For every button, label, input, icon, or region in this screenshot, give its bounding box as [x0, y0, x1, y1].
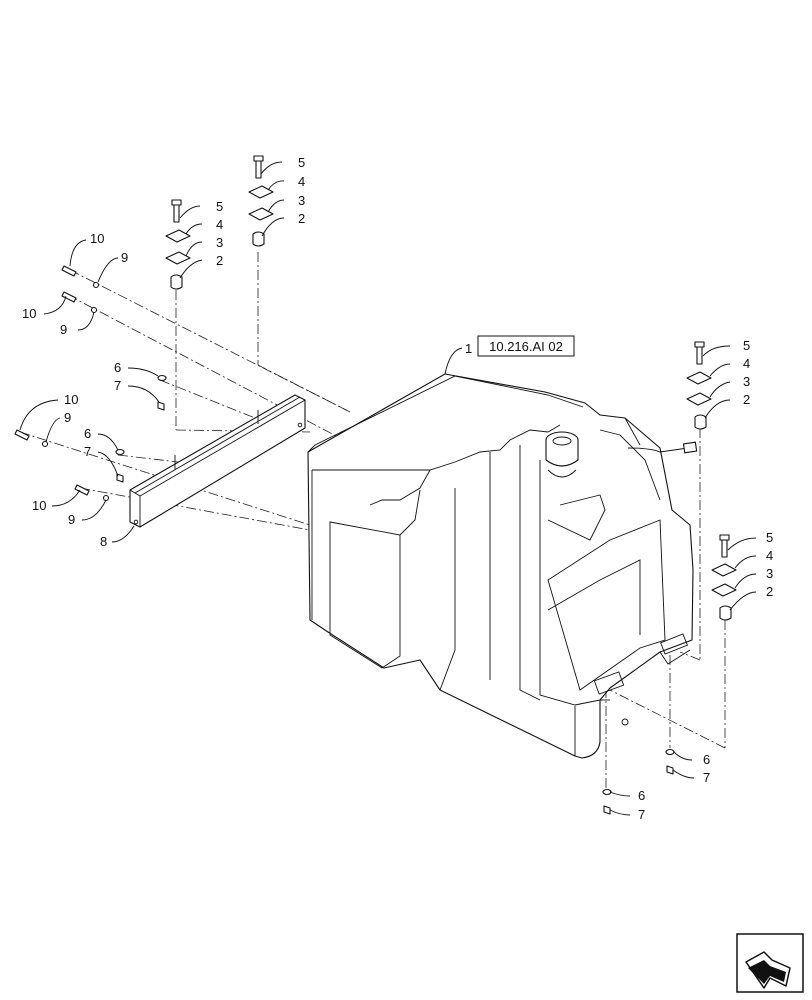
reference-code[interactable]: 10.216.AI 02: [489, 339, 563, 354]
reference-box[interactable]: [477, 335, 575, 357]
callout-5: 5: [216, 199, 223, 214]
callout-10: 10: [32, 498, 46, 513]
callout-9: 9: [121, 250, 128, 265]
callout-3: 3: [766, 566, 773, 581]
fuel-tank: [307, 373, 698, 759]
hardware-right-upper: [686, 341, 712, 430]
hardware-right-lower: [711, 534, 737, 621]
arrow-box-icon[interactable]: [736, 933, 804, 993]
callout-9: 9: [68, 512, 75, 527]
callout-7: 7: [84, 444, 91, 459]
callout-1: 1: [465, 341, 472, 356]
callout-4: 4: [216, 217, 223, 232]
callout-6: 6: [114, 360, 121, 375]
callout-6: 6: [703, 752, 710, 767]
callout-5: 5: [298, 155, 305, 170]
callout-7: 7: [114, 378, 121, 393]
hardware-bottom: [602, 748, 675, 815]
callout-labels: 1 10.216.AI 02 5 4 3 2 5 4 3 2 10 9 10 9…: [22, 155, 773, 822]
callout-2: 2: [298, 211, 305, 226]
callout-2: 2: [743, 392, 750, 407]
callout-10: 10: [64, 392, 78, 407]
callout-5: 5: [766, 530, 773, 545]
callout-3: 3: [216, 235, 223, 250]
callout-6: 6: [84, 426, 91, 441]
callout-10: 10: [90, 231, 104, 246]
hardware-top-left: [165, 199, 191, 290]
callout-2: 2: [766, 584, 773, 599]
callout-4: 4: [298, 174, 305, 189]
hardware-left-fasteners: [14, 265, 167, 502]
callout-5: 5: [743, 338, 750, 353]
callout-3: 3: [743, 374, 750, 389]
callout-9: 9: [64, 410, 71, 425]
callout-8: 8: [100, 534, 107, 549]
leader-lines: [19, 161, 757, 816]
callout-9: 9: [60, 322, 67, 337]
callout-3: 3: [298, 193, 305, 208]
callout-10: 10: [22, 306, 36, 321]
mounting-bracket: [129, 394, 306, 528]
hardware-top-middle: [248, 155, 274, 247]
callout-7: 7: [638, 807, 645, 822]
callout-2: 2: [216, 253, 223, 268]
callout-7: 7: [703, 770, 710, 785]
callout-4: 4: [766, 548, 773, 563]
callout-6: 6: [638, 788, 645, 803]
callout-4: 4: [743, 356, 750, 371]
